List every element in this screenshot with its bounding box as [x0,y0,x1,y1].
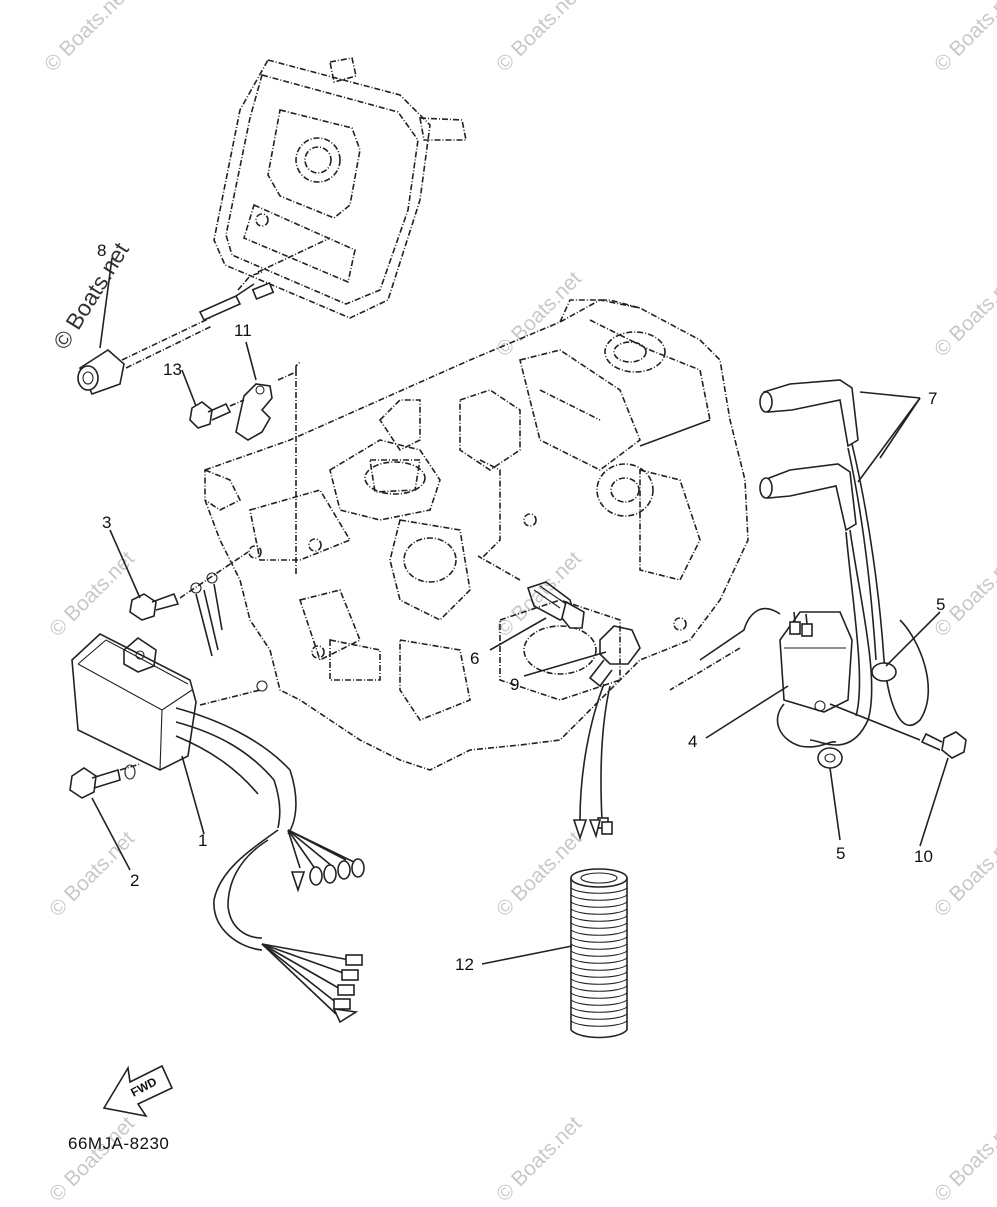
part-12-clamp [235,371,297,441]
tube-ring [570,943,628,950]
tube-ring [570,887,628,894]
part-1-cdi-unit [71,633,365,1024]
tube-ring [570,1006,628,1013]
tube-ring [570,999,628,1006]
tube-ring [570,901,628,908]
tube-ring [570,957,628,964]
tube-ring [570,915,628,922]
callout-2: 2 [130,871,140,890]
callout-9: 9 [510,675,520,694]
part-11-tube-rings [570,887,628,1027]
part-9-cable [572,683,613,841]
callout-3: 3 [102,513,112,532]
tube-ring [570,894,628,901]
part-3-bolt [129,551,249,657]
cover-plate [213,57,467,319]
engine-block [204,299,749,771]
tube-ring [570,971,628,978]
part-13-bolt [189,399,245,429]
leader-lines [91,257,949,965]
callout-5a: 5 [936,595,946,614]
tube-ring [570,964,628,971]
callout-6: 10 [914,847,933,866]
tube-ring [570,936,628,943]
callout-10: 8 [97,241,107,260]
tube-ring [570,985,628,992]
callout-8: 6 [470,649,480,668]
tube-ring [570,1013,628,1020]
part-7-plug-caps [759,379,930,746]
part-9-cap [588,625,641,688]
callout-11: 12 [455,955,474,974]
callout-7: 7 [928,389,938,408]
part-2-bolt [69,763,141,799]
tube-ring [570,908,628,915]
part-6-bolt [920,731,967,759]
tube-ring [570,950,628,957]
part-5-grommets [817,662,897,769]
fwd-arrow-icon [102,1064,174,1118]
callout-4: 4 [688,732,698,751]
part-code: 66MJA-8230 [68,1134,170,1153]
part-10-sender [77,237,331,395]
tube-ring [570,1020,628,1027]
part-8-sensor [477,555,585,629]
part-4-ignition-coil [669,607,853,748]
tube-ring [570,929,628,936]
tube-ring [570,978,628,985]
callout-1: 1 [198,831,208,850]
callout-13: 13 [163,360,182,379]
part-11-corrugated-tube [570,868,628,1039]
callout-5b: 5 [836,844,846,863]
callout-12: 11 [234,321,252,340]
tube-ring [570,992,628,999]
tube-ring [570,922,628,929]
